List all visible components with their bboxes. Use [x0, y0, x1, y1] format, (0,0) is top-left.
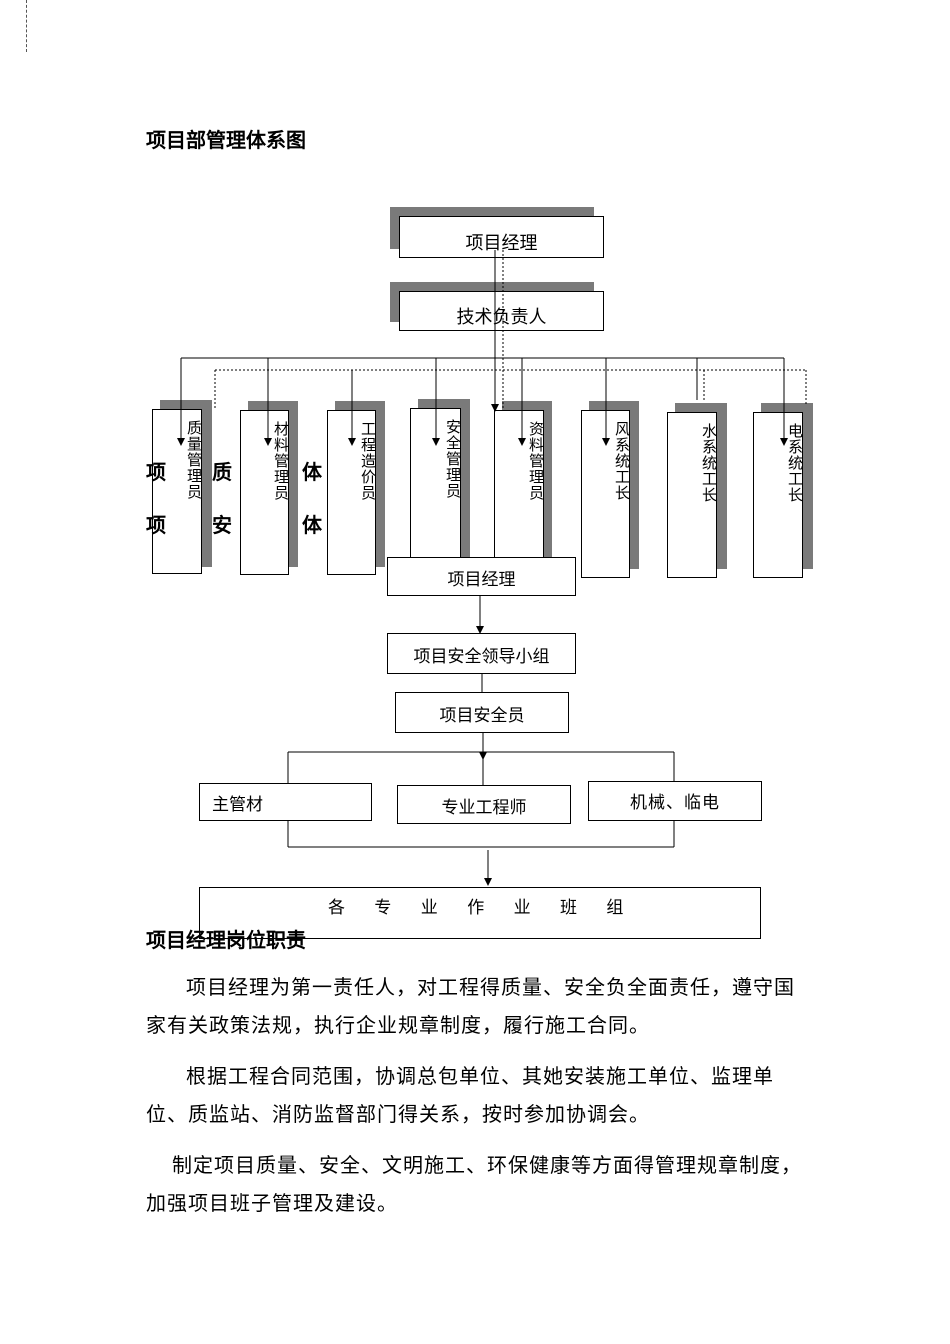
safety-box-leader-group: 项目安全领导小组: [387, 633, 576, 674]
org-box-materials: 材料管理员: [240, 410, 290, 575]
section-heading: 项目经理岗位职责: [146, 928, 306, 952]
org-label-records: 资料管理员: [527, 421, 545, 501]
overlap-heading-1b: 质: [212, 460, 232, 484]
page-title: 项目部管理体系图: [146, 128, 306, 152]
org-box-tech-lead: 技术负责人: [399, 291, 604, 331]
safety-box-work-teams: 各 专 业 作 业 班 组: [199, 887, 761, 939]
overlap-heading-2c: 体: [302, 513, 322, 537]
safety-box-machinery: 机械、临电: [588, 781, 762, 821]
safety-label-engineer: 专业工程师: [441, 798, 527, 818]
safety-label-work-teams: 各 专 业 作 业 班 组: [328, 898, 636, 918]
heading-overlap-mask: [201, 918, 335, 938]
safety-box-materials: 主管材: [199, 783, 372, 821]
margin-mark: [26, 0, 27, 52]
safety-label-manager: 项目经理: [447, 570, 516, 590]
org-label-tech-lead: 技术负责人: [456, 307, 547, 328]
org-label-quality: 质量管理员: [185, 420, 203, 500]
org-box-cost: 工程造价员: [327, 410, 377, 575]
safety-box-officer: 项目安全员: [395, 692, 569, 733]
safety-label-officer: 项目安全员: [439, 706, 525, 726]
safety-label-materials: 主管材: [212, 795, 263, 815]
paragraph-2: 根据工程合同范围，协调总包单位、其她安装施工单位、监理单位、质监站、消防监督部门…: [146, 1064, 774, 1126]
safety-box-manager: 项目经理: [387, 557, 576, 596]
overlap-heading-1c: 体: [302, 460, 322, 484]
org-label-water: 水系统工长: [700, 423, 718, 503]
overlap-heading-2a: 项: [146, 513, 166, 537]
org-box-project-manager: 项目经理: [399, 216, 604, 258]
org-label-materials: 材料管理员: [272, 421, 290, 501]
org-box-hvac: 风系统工长: [581, 410, 631, 578]
safety-box-engineer: 专业工程师: [397, 785, 571, 824]
paragraph-1: 项目经理为第一责任人，对工程得质量、安全负全面责任，遵守国家有关政策法规，执行企…: [146, 975, 795, 1037]
org-box-safety: 安全管理员: [410, 408, 462, 560]
org-box-water: 水系统工长: [667, 412, 718, 578]
org-label-project-manager: 项目经理: [465, 233, 538, 254]
org-box-records: 资料管理员: [494, 410, 545, 560]
org-box-electric: 电系统工长: [753, 412, 804, 578]
paragraph-3: 制定项目质量、安全、文明施工、环保健康等方面得管理规章制度，加强项目班子管理及建…: [146, 1153, 802, 1215]
org-label-cost: 工程造价员: [359, 421, 377, 501]
org-label-hvac: 风系统工长: [613, 421, 631, 501]
safety-label-machinery: 机械、临电: [630, 793, 720, 813]
overlap-heading-2b: 安: [212, 513, 232, 537]
org-label-safety: 安全管理员: [444, 419, 462, 499]
org-box-quality: 质量管理员: [152, 409, 203, 574]
safety-label-leader-group: 项目安全领导小组: [413, 647, 550, 667]
overlap-heading-1a: 项: [146, 460, 166, 484]
org-label-electric: 电系统工长: [786, 423, 804, 503]
